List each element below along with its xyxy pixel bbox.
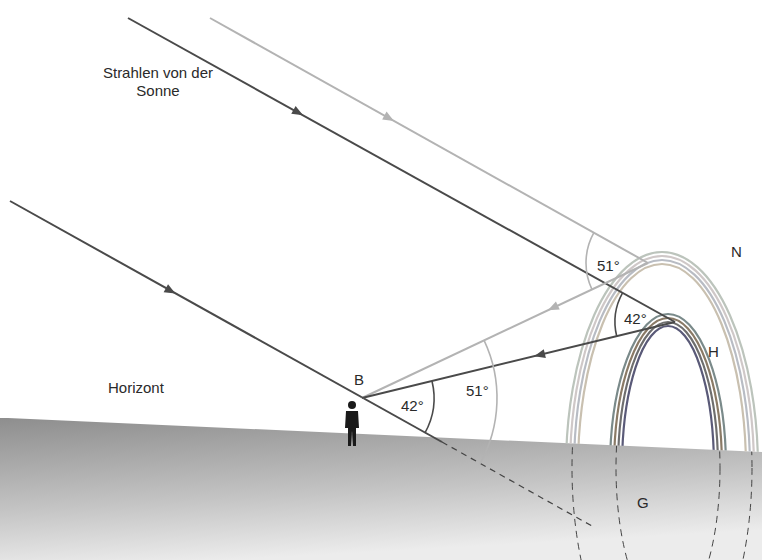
angle-label: 51° [466, 382, 489, 400]
arrowhead [382, 112, 394, 121]
arrowhead [548, 301, 560, 310]
angle-arc [586, 233, 594, 290]
angle-label: 42° [401, 397, 424, 415]
viewing-ray [362, 322, 675, 398]
angle-label: 42° [624, 310, 647, 328]
arrowhead [164, 284, 176, 293]
secondary-rainbow [570, 256, 754, 560]
point-label: G [637, 494, 649, 512]
observer [345, 401, 359, 446]
angle-label: 51° [597, 257, 620, 275]
ray-extension [442, 442, 592, 526]
secondary-rainbow-hidden [572, 258, 752, 560]
secondary-rainbow [566, 252, 758, 560]
angle-arc [480, 340, 497, 464]
primary-rainbow [610, 314, 726, 560]
caption-rays: Strahlen von der Sonne [98, 64, 218, 100]
viewing-ray [362, 263, 648, 398]
primary-rainbow-hidden [616, 320, 720, 560]
primary-rainbow [618, 322, 718, 560]
point-label: B [354, 371, 364, 389]
sun-ray [10, 201, 442, 442]
sun-ray [128, 18, 675, 322]
primary-rainbow [614, 318, 722, 560]
angle-arc [425, 381, 434, 433]
rainbow-label: N [731, 243, 742, 261]
rainbow-label: H [708, 343, 719, 361]
arrowhead [534, 349, 546, 358]
secondary-rainbow [578, 264, 746, 560]
arrowhead [291, 106, 303, 115]
primary-rainbow [622, 326, 714, 560]
angle-arc [615, 293, 623, 336]
sun-ray [210, 18, 648, 263]
secondary-rainbow [574, 260, 750, 560]
ground [0, 418, 762, 560]
horizon-label: Horizont [108, 379, 164, 397]
